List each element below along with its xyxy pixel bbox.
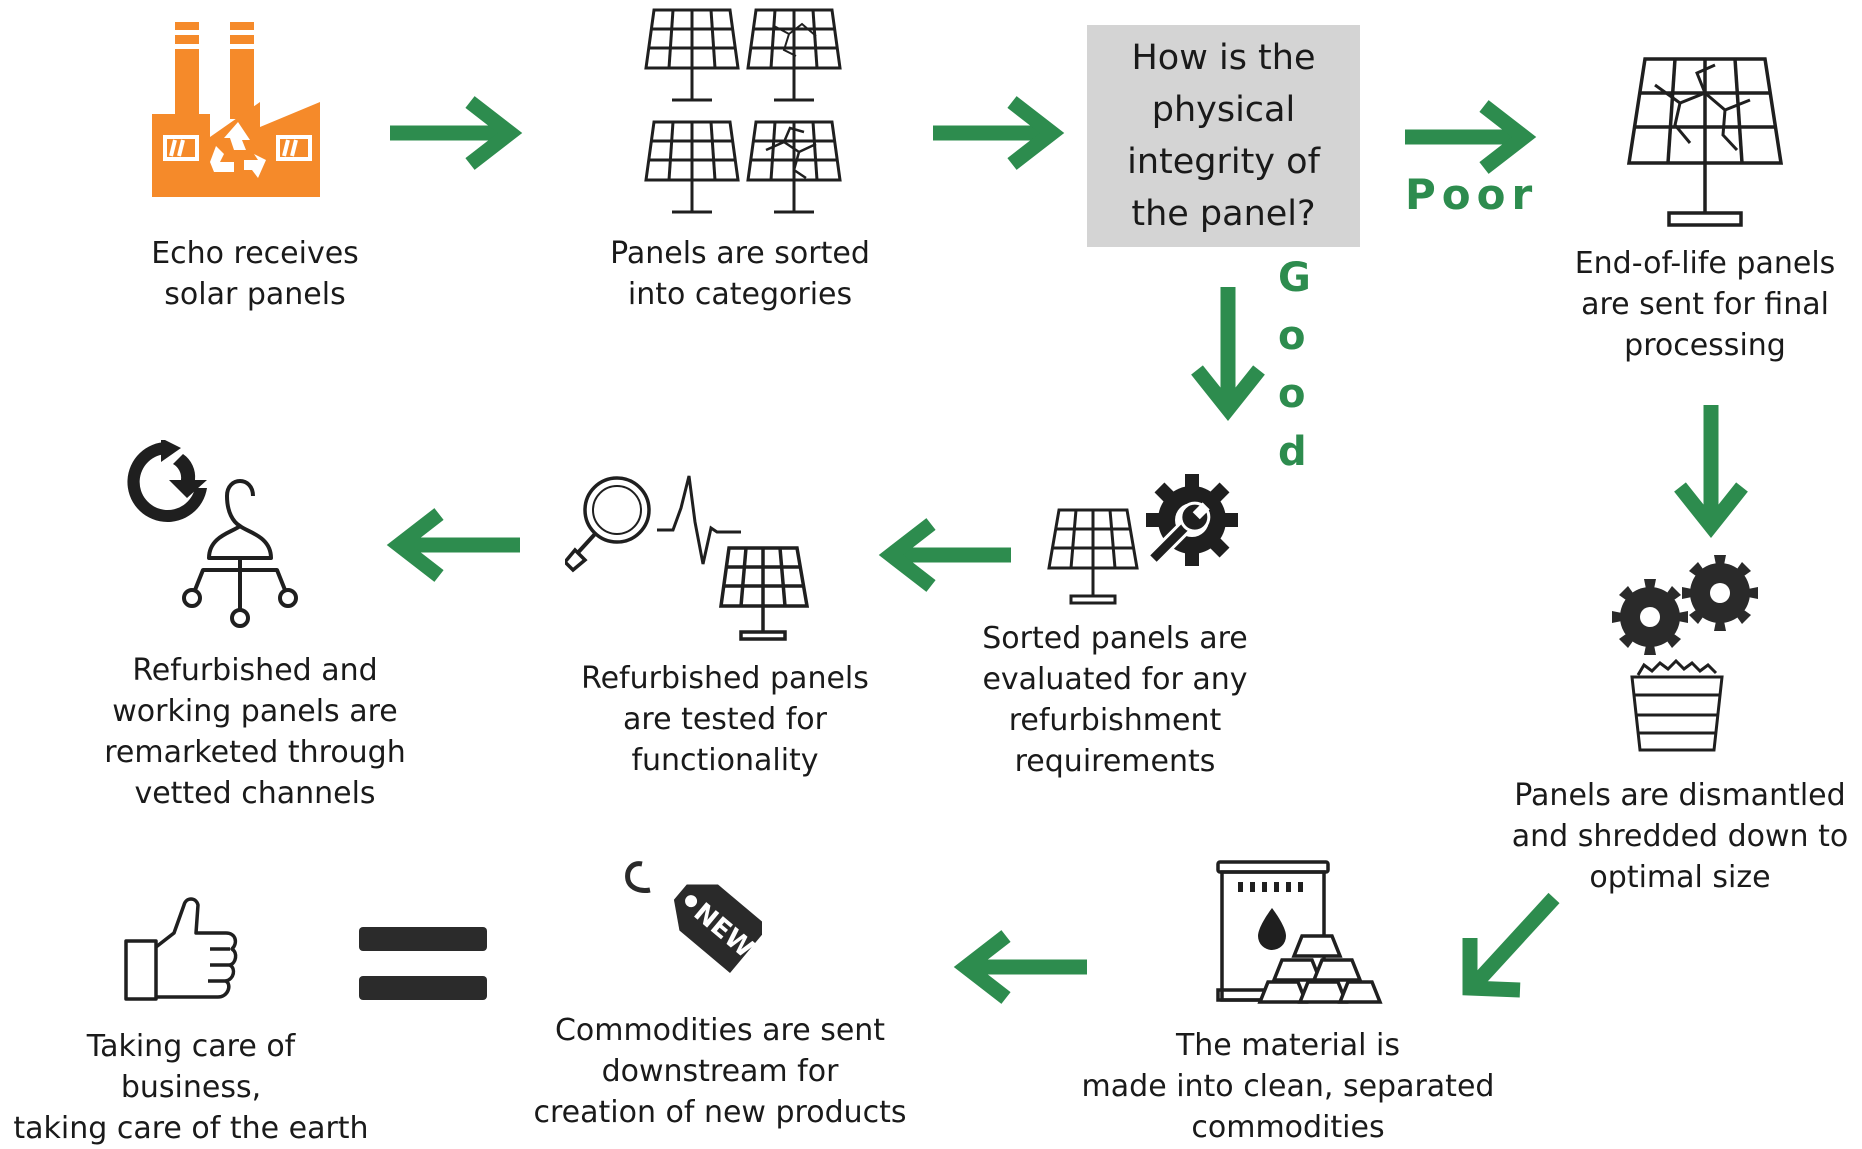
branch-label-good-o1: o bbox=[1278, 313, 1306, 359]
branch-label-good-d: d bbox=[1278, 429, 1307, 475]
arrow-down bbox=[1191, 287, 1265, 422]
magnifier-pulse-panel-icon bbox=[565, 475, 810, 641]
step-label-receive: Echo receives solar panels bbox=[151, 236, 359, 312]
step-label-evaluated: Sorted panels are evaluated for any refu… bbox=[982, 621, 1248, 779]
equals-sign-icon bbox=[359, 927, 487, 1000]
branch-label-good-o2: o bbox=[1278, 371, 1306, 417]
panel-gear-wrench-icon bbox=[1047, 474, 1238, 605]
commodities-icon bbox=[1216, 860, 1383, 1004]
step-label-shred: Panels are dismantled and shredded down … bbox=[1511, 778, 1849, 895]
person-network-icon bbox=[127, 440, 298, 628]
new-tag-icon: NEW bbox=[625, 861, 762, 973]
branch-label-good-g: G bbox=[1278, 255, 1311, 301]
shredder-icon bbox=[1612, 555, 1758, 752]
step-label-material: The material is made into clean, separat… bbox=[1081, 1028, 1495, 1145]
factory-recycle-icon bbox=[152, 22, 320, 197]
broken-solar-panel-icon bbox=[1626, 57, 1784, 227]
arrow-left bbox=[386, 508, 520, 582]
arrow-right bbox=[390, 96, 523, 170]
arrow-left bbox=[878, 518, 1011, 592]
thumbs-up-icon bbox=[124, 897, 238, 1001]
arrow-diagonal-down-left bbox=[1462, 892, 1560, 998]
decision-question-box: How is the physical integrity of the pan… bbox=[1087, 25, 1360, 247]
arrow-right bbox=[1405, 100, 1537, 174]
arrow-left bbox=[953, 930, 1087, 1004]
step-label-tested: Refurbished panels are tested for functi… bbox=[581, 661, 869, 778]
recycle-circle-icon bbox=[127, 440, 207, 522]
step-label-end-of-life: End-of-life panels are sent for final pr… bbox=[1574, 246, 1836, 363]
branch-label-poor: Poor bbox=[1405, 170, 1539, 219]
step-label-taking-care: Taking care of business, taking care of … bbox=[13, 1029, 369, 1146]
arrow-down bbox=[1674, 405, 1748, 539]
step-label-sort: Panels are sorted into categories bbox=[610, 236, 870, 312]
step-label-remarketed: Refurbished and working panels are remar… bbox=[104, 653, 406, 811]
arrow-right bbox=[933, 96, 1065, 170]
solar-panels-grid-icon bbox=[644, 8, 842, 214]
step-label-commodities: Commodities are sent downstream for crea… bbox=[533, 1013, 907, 1130]
